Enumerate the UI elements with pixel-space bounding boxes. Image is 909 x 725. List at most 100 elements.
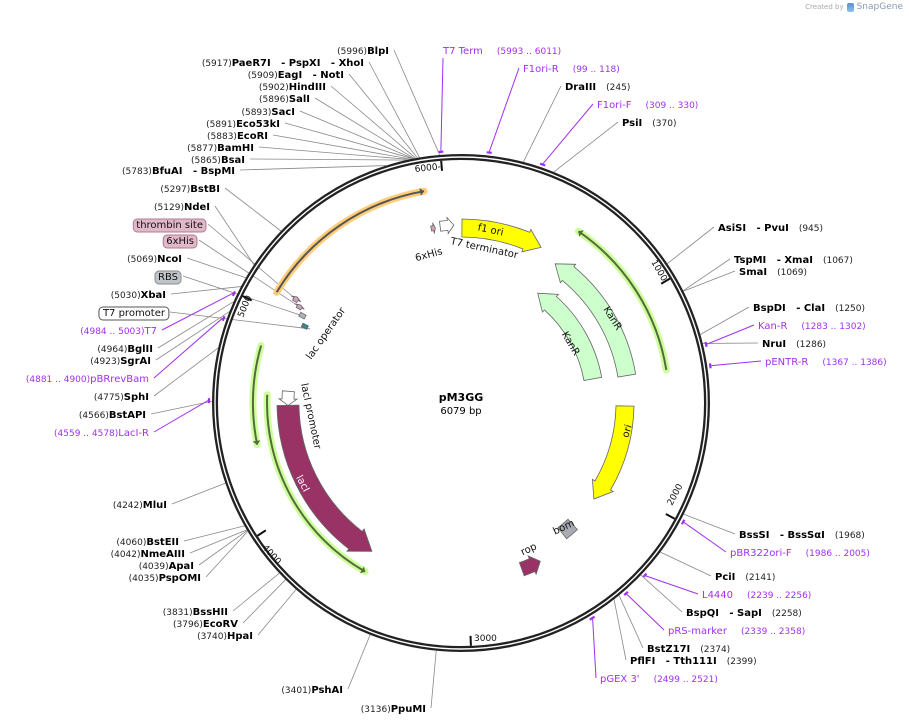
enzyme-site-label[interactable]: BstZ17I(2374) (647, 644, 730, 655)
primer-label[interactable]: (4984 .. 5003)T7 (80, 326, 157, 337)
feature-segment[interactable] (291, 295, 302, 304)
feature-f1-ori[interactable] (461, 218, 542, 253)
label-leader-line (553, 121, 619, 173)
primer-mark[interactable] (708, 363, 712, 369)
enzyme-name: BlpI (367, 46, 389, 57)
orf-arrowhead (578, 230, 584, 237)
feature-kanr[interactable] (554, 263, 637, 378)
primer-label[interactable]: F1ori-R(99 .. 118) (523, 64, 620, 75)
primer-label[interactable]: (4559 .. 4578)LacI-R (54, 428, 149, 439)
feature-segment[interactable] (294, 303, 305, 311)
feature-laci-promoter[interactable] (277, 390, 299, 406)
enzyme-site-label[interactable]: (5030)XbaI (111, 290, 166, 301)
primer-label[interactable]: Kan-R(1283 .. 1302) (758, 321, 866, 332)
enzyme-site-label[interactable]: BspQI - SapI(2258) (686, 608, 802, 619)
orf-arrow[interactable] (577, 230, 668, 371)
enzyme-site-label[interactable]: (5877)BamHI (187, 143, 254, 154)
feature-label: rop (519, 541, 538, 558)
feature-rop[interactable] (518, 555, 541, 577)
enzyme-site-label[interactable]: DraIII(245) (565, 82, 630, 93)
enzyme-site-label[interactable]: (4566)BstAPI (79, 410, 146, 421)
enzyme-site-label[interactable]: NruI(1286) (762, 339, 826, 350)
orf-arrow[interactable] (252, 345, 263, 445)
primer-mark[interactable] (704, 341, 708, 348)
primer-mark[interactable] (539, 162, 546, 167)
enzyme-site-label[interactable]: (5129)NdeI (154, 202, 210, 213)
feature-callout[interactable]: 6xHis (162, 234, 198, 249)
enzyme-site-label[interactable]: (5297)BstBI (160, 184, 220, 195)
enzyme-site-label[interactable]: (4035)PspOMI (129, 573, 201, 584)
enzyme-site-label[interactable]: (4060)BstEII (116, 537, 179, 548)
enzyme-site-label[interactable]: (4964)BglII (97, 344, 153, 355)
enzyme-site-label[interactable]: (3831)BssHII (163, 607, 228, 618)
enzyme-site-label[interactable]: (5996)BlpI (337, 46, 389, 57)
primer-label[interactable]: pENTR-R(1367 .. 1386) (765, 357, 887, 368)
enzyme-site-label[interactable]: TspMI - XmaI(1067) (734, 255, 853, 266)
enzyme-site-label[interactable]: (3740)HpaI (197, 631, 253, 642)
enzyme-name: BfuAI - BspMI (152, 166, 235, 177)
primer-mark[interactable] (486, 151, 492, 154)
primer-label[interactable]: (4881 .. 4900)pBRrevBam (26, 374, 149, 385)
enzyme-site-label[interactable]: (4242)MluI (113, 500, 167, 511)
feature-kanr[interactable] (537, 292, 603, 381)
enzyme-site-label[interactable]: (5783)BfuAI - BspMI (122, 166, 235, 177)
label-leader-line (169, 311, 311, 330)
enzyme-name: XbaI (141, 290, 166, 301)
feature-segment[interactable] (298, 311, 307, 320)
orf-arrow[interactable] (275, 190, 425, 293)
label-leader-line (153, 347, 219, 397)
enzyme-site-label[interactable]: BspDI - ClaI(1250) (753, 303, 865, 314)
feature-callout[interactable]: RBS (154, 270, 182, 285)
enzyme-site-label[interactable]: (5891)Eco53kI (206, 119, 280, 130)
enzyme-site-label[interactable]: PciI(2141) (715, 572, 775, 583)
primer-mark[interactable] (221, 315, 226, 322)
enzyme-site-label[interactable]: BssSI - BssSαI(1968) (739, 530, 865, 541)
label-leader-line (153, 317, 224, 379)
feature-6xhis[interactable] (430, 222, 436, 234)
primer-mark[interactable] (231, 290, 236, 297)
orf-arrow[interactable] (266, 394, 366, 573)
enzyme-site-label[interactable]: (5909)EagI - NotI (248, 70, 344, 81)
label-leader-line (347, 634, 371, 690)
enzyme-site-label[interactable]: (3136)PpuMI (361, 704, 426, 715)
primer-label[interactable]: F1ori-F(309 .. 330) (597, 100, 698, 111)
primer-label[interactable]: pBR322ori-F(1986 .. 2005) (730, 548, 870, 559)
feature-callout[interactable]: T7 promoter (98, 306, 170, 321)
enzyme-position: (4060) (116, 538, 146, 548)
enzyme-site-label[interactable]: (3796)EcoRV (173, 619, 238, 630)
enzyme-site-label[interactable]: (4775)SphI (94, 392, 149, 403)
enzyme-site-label[interactable]: (3401)PshAI (281, 685, 343, 696)
enzyme-name: PpuMI (391, 704, 426, 715)
enzyme-site-label[interactable]: (5883)EcoRI (207, 131, 268, 142)
primer-label[interactable]: pGEX 3'(2499 .. 2521) (600, 674, 718, 685)
feature-lac-operator[interactable] (300, 322, 309, 330)
enzyme-site-label[interactable]: (5893)SacI (241, 107, 295, 118)
enzyme-site-label[interactable]: (5896)SalI (259, 94, 310, 105)
feature-laci[interactable] (276, 404, 373, 552)
primer-label[interactable]: T7 Term(5993 .. 6011) (442, 46, 561, 57)
enzyme-site-label[interactable]: (5902)HindIII (259, 82, 326, 93)
primer-mark[interactable] (589, 615, 596, 621)
enzyme-site-label[interactable]: SmaI(1069) (739, 267, 807, 278)
primer-label[interactable]: L4440(2239 .. 2256) (702, 590, 811, 601)
enzyme-site-label[interactable]: PsiI(370) (622, 118, 676, 129)
primer-mark[interactable] (623, 590, 629, 596)
primer-label[interactable]: pRS-marker(2339 .. 2358) (668, 626, 805, 637)
feature-t7-terminator[interactable] (439, 216, 455, 235)
feature-callout[interactable]: thrombin site (132, 218, 207, 233)
enzyme-site-label[interactable]: (5917)PaeR7I - PspXI - XhoI (202, 58, 364, 69)
enzyme-site-label[interactable]: (4923)SgrAI (90, 356, 151, 367)
feature-bom[interactable] (557, 518, 578, 540)
primer-range: (1986 .. 2005) (806, 549, 870, 559)
primer-mark[interactable] (642, 572, 648, 578)
enzyme-site-label[interactable]: (4042)NmeAIII (111, 549, 185, 560)
enzyme-site-label[interactable]: AsiSI - PvuI(945) (718, 223, 823, 234)
label-leader-line (186, 257, 246, 279)
enzyme-site-label[interactable]: (5069)NcoI (127, 254, 182, 265)
primer-mark[interactable] (681, 519, 686, 525)
enzyme-site-label[interactable]: (4039)ApaI (139, 561, 194, 572)
enzyme-site-label[interactable]: PflFI - Tth111I(2399) (630, 656, 757, 667)
feature-ori[interactable] (591, 405, 635, 500)
enzyme-site-label[interactable]: (5865)BsaI (191, 155, 245, 166)
